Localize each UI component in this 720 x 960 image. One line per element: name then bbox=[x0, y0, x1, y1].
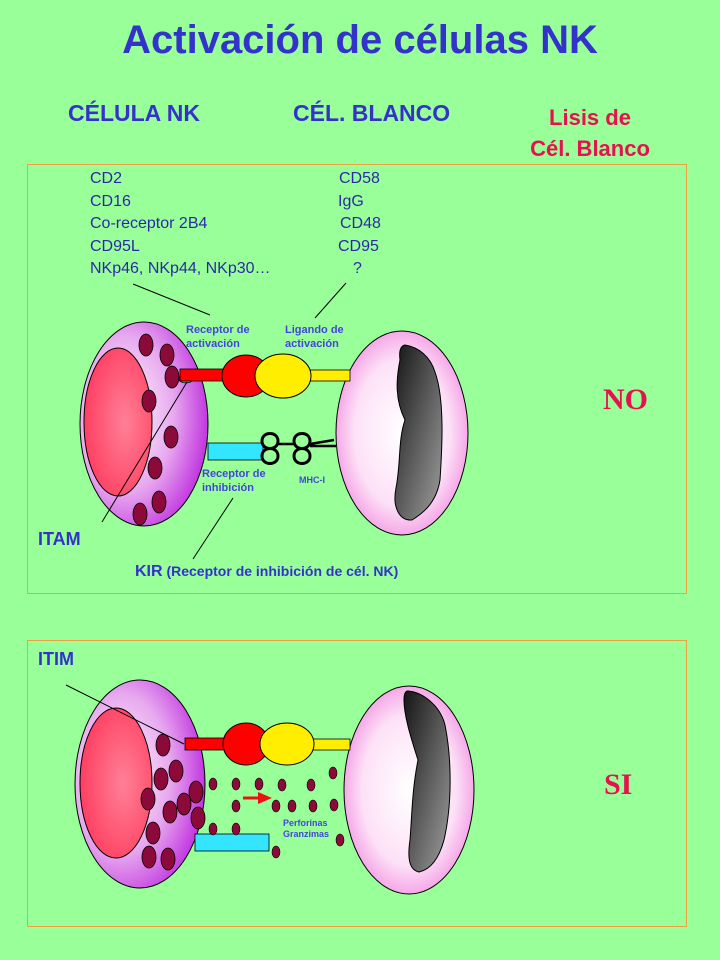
ligand-list: CD58 IgG CD48 CD95 ? bbox=[338, 168, 398, 281]
label-itim: ITIM bbox=[38, 649, 74, 669]
nk-nucleus bbox=[83, 347, 153, 497]
receptor-list: CD2 CD16 Co-receptor 2B4 CD95L NKp46, NK… bbox=[90, 168, 271, 281]
perforin-dots bbox=[208, 766, 345, 859]
header-lysis-line1: Lisis de bbox=[549, 105, 631, 130]
label-inhibitory-receptor: Receptor de inhibición bbox=[202, 467, 266, 495]
ligand-item: CD58 bbox=[339, 170, 380, 187]
target-cell-bottom bbox=[343, 685, 475, 895]
label-kir-main: KIR bbox=[135, 563, 163, 580]
receptor-item: NKp46, NKp44, NKp30… bbox=[90, 260, 271, 277]
header-nk-cell: CÉLULA NK bbox=[68, 100, 201, 126]
granules bbox=[140, 733, 206, 871]
label-line: Receptor de bbox=[186, 324, 250, 336]
ligand-item: CD95 bbox=[338, 237, 379, 255]
callout-lines bbox=[101, 282, 347, 560]
label-line: inhibición bbox=[202, 482, 254, 494]
label-line: Receptor de bbox=[202, 468, 266, 480]
label-perforins: Perforinas Granzimas bbox=[283, 818, 329, 840]
mhc-stalk bbox=[278, 438, 336, 448]
activating-ligand-head bbox=[259, 722, 315, 766]
target-nucleus bbox=[403, 690, 451, 873]
label-kir-detail: (Receptor de inhibición de cél. NK) bbox=[166, 563, 399, 579]
label-line: activación bbox=[285, 338, 339, 350]
nk-nucleus bbox=[79, 707, 153, 859]
activating-ligand-head bbox=[254, 353, 312, 399]
header-target-cell: CÉL. BLANCO bbox=[293, 100, 451, 126]
receptor-item: CD16 bbox=[90, 192, 131, 210]
receptor-item: CD2 bbox=[90, 170, 123, 187]
granules bbox=[132, 333, 180, 526]
secretion-arrow bbox=[243, 792, 272, 804]
label-activating-ligand: Ligando de activación bbox=[285, 323, 344, 351]
label-activating-receptor: Receptor de activación bbox=[186, 323, 250, 351]
ligand-item: IgG bbox=[338, 192, 364, 210]
target-nucleus bbox=[394, 344, 443, 521]
outcome-no: NO bbox=[603, 383, 648, 416]
panel-activation bbox=[27, 640, 687, 927]
nk-cell-bottom bbox=[74, 679, 206, 889]
label-itam: ITAM bbox=[38, 529, 81, 549]
ligand-item: ? bbox=[353, 260, 362, 277]
header-lysis-line2: Cél. Blanco bbox=[530, 136, 650, 161]
inhibitory-receptor-bar bbox=[207, 442, 264, 461]
inhibitory-receptor-bar bbox=[194, 833, 270, 852]
itim-callout-line bbox=[65, 684, 185, 745]
header-lysis: Lisis de Cél. Blanco bbox=[520, 102, 660, 164]
label-line: Perforinas bbox=[283, 818, 328, 828]
outcome-si: SI bbox=[604, 768, 633, 801]
receptor-item: CD95L bbox=[90, 237, 140, 255]
ligand-item: CD48 bbox=[340, 215, 381, 232]
page-title: Activación de células NK bbox=[122, 18, 598, 62]
label-kir: KIR (Receptor de inhibición de cél. NK) bbox=[135, 563, 398, 581]
panel-inhibition bbox=[27, 164, 687, 594]
kir-loops bbox=[260, 432, 312, 465]
label-line: Ligando de bbox=[285, 324, 344, 336]
target-cell-top bbox=[335, 330, 469, 536]
receptor-item: Co-receptor 2B4 bbox=[90, 215, 208, 232]
nk-cell-top bbox=[79, 321, 209, 527]
label-line: Granzimas bbox=[283, 829, 330, 839]
label-line: activación bbox=[186, 338, 240, 350]
label-mhc: MHC-I bbox=[299, 475, 325, 485]
